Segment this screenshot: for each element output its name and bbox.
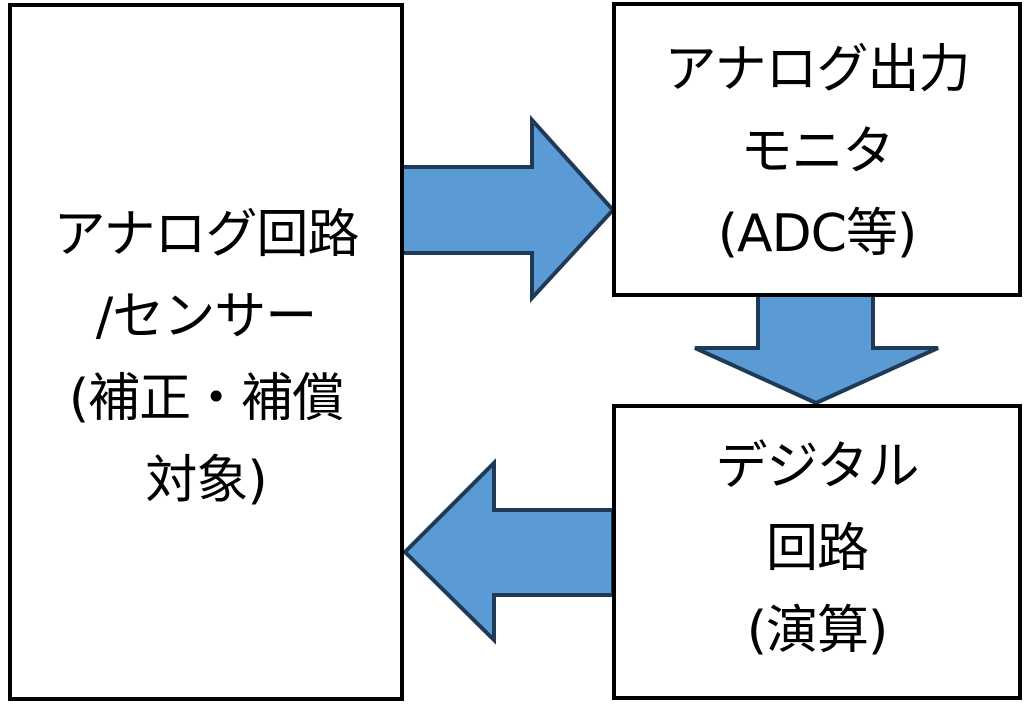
arrow-left-digital-to-analog [402,458,615,645]
node-label-line: 回路 [765,519,869,579]
node-label-line: 対象) [145,451,267,511]
node-label-line: (ADC等) [717,203,917,264]
node-analog-circuit-sensor: アナログ回路 /センサー (補正・補償 対象) [8,3,404,701]
node-label-line: (補正・補償 [68,369,344,429]
arrow-right-analog-to-monitor [400,114,616,304]
node-label-line: /センサー [95,287,318,347]
node-label-line: (演算) [746,601,889,661]
node-label: デジタル 回路 (演算) [715,426,920,672]
node-label-line: モニタ [740,121,894,182]
node-label-line: デジタル [715,437,920,497]
node-digital-circuit: デジタル 回路 (演算) [612,404,1022,700]
node-label-line: アナログ回路 [53,205,360,265]
node-analog-output-monitor: アナログ出力 モニタ (ADC等) [612,2,1022,297]
arrow-down-monitor-to-digital [694,293,939,406]
node-label-line: アナログ出力 [664,39,971,100]
node-label: アナログ回路 /センサー (補正・補償 対象) [53,194,360,522]
node-label: アナログ出力 モニタ (ADC等) [664,29,971,275]
